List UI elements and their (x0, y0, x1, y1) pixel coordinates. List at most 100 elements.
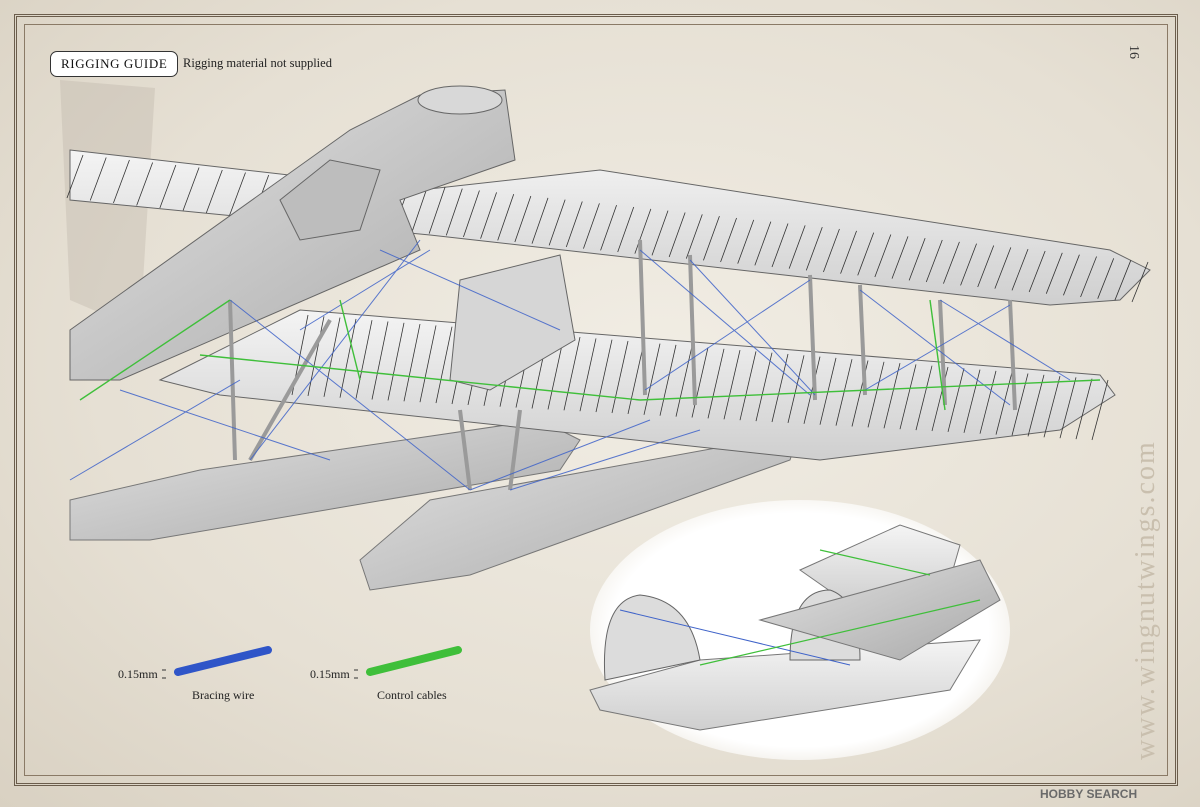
bracing-wire-size: 0.15mm (118, 667, 158, 681)
control-cable-label: Control cables (377, 688, 447, 702)
wing-rib-line (182, 167, 200, 211)
wing-rib-line (403, 324, 421, 402)
wing-rib-line (737, 219, 755, 264)
wing-rib-line (583, 203, 600, 249)
control-cable-size: 0.15mm (310, 667, 350, 681)
wing-rib-line (531, 197, 549, 244)
wing-rib-line (754, 221, 772, 266)
wing-rib-line (840, 230, 857, 274)
engine (449, 254, 576, 391)
wing-rib-line (995, 372, 1013, 435)
wing-rib-line (66, 154, 84, 199)
control-cables (79, 299, 1101, 411)
wing-rib-line (1011, 249, 1029, 291)
wing-rib-line (703, 216, 720, 261)
fuselage (69, 85, 516, 381)
page-title: RIGGING GUIDE (61, 56, 168, 71)
wing-rib-line (788, 225, 806, 269)
wing-rib-line (899, 364, 917, 430)
wing-rib-line (323, 317, 341, 397)
wing-rib-line (1075, 378, 1093, 440)
wing-rib-line (947, 368, 965, 432)
interplane-struts (228, 239, 1017, 491)
wing-rib-line (1080, 256, 1097, 298)
wing-rib-line (419, 325, 437, 403)
page-border-inner (24, 24, 1168, 776)
wing-rib-line (480, 192, 497, 239)
wing-rib-line (835, 359, 853, 426)
wing-rib-line (691, 347, 709, 418)
wing-rib-line (611, 340, 629, 414)
left-float (69, 419, 581, 541)
tail-detail-inset (589, 500, 1010, 760)
wing-rib-line (908, 238, 926, 281)
wing-rib-line (445, 188, 463, 236)
wing-rib-line (1114, 260, 1132, 301)
wing-rib-line (739, 351, 757, 421)
wing-rib-line (514, 195, 532, 243)
wing-rib-line (1091, 379, 1109, 441)
wing-rib-line (707, 348, 725, 419)
faded-logo (60, 80, 155, 330)
wing-rib-line (943, 241, 960, 284)
wing-rib-line (668, 212, 686, 258)
wing-rib-line (1097, 258, 1115, 299)
website-watermark: www.wingnutwings.com (1130, 440, 1161, 760)
wing-rib-line (685, 214, 703, 259)
wing-rib-line (579, 338, 597, 412)
wing-rib-line (675, 346, 693, 417)
wing-rib-line (563, 337, 581, 411)
wing-rib-line (229, 172, 246, 216)
wing-rib-line (994, 247, 1012, 289)
wing-rib-line (113, 159, 130, 204)
wing-rib-line (805, 227, 823, 271)
wing-rib-line (1028, 250, 1046, 293)
wing-rib-line (915, 365, 933, 431)
wing-rib-line (497, 194, 515, 241)
wing-rib-line (755, 352, 773, 422)
wing-rib-line (771, 223, 789, 268)
legend-bracing-swatch (162, 646, 272, 679)
wing-rib-line (977, 245, 995, 288)
wing-rib-line (891, 236, 909, 279)
wing-rib-line (617, 206, 635, 253)
wing-rib-line (205, 169, 223, 214)
wing-rib-line (307, 316, 325, 396)
wing-rib-line (1027, 374, 1045, 437)
wing-rib-line (136, 162, 154, 206)
wing-rib-line (548, 199, 566, 246)
wing-rib-line (720, 217, 737, 263)
wing-rib-line (634, 208, 652, 254)
wing-rib-line (600, 205, 617, 251)
wing-rib-line (867, 361, 885, 428)
wing-rib-line (428, 186, 446, 234)
wing-rib-line (595, 339, 613, 413)
wing-rib-line (857, 232, 875, 276)
wing-rib-line (1043, 375, 1061, 438)
wing-rib-line (1131, 261, 1149, 303)
wing-rib-line (925, 239, 943, 283)
wing-rib-line (979, 370, 997, 434)
wing-rib-line (960, 243, 977, 286)
wing-rib-line (371, 321, 389, 400)
wing-rib-line (355, 320, 373, 399)
page-title-box: RIGGING GUIDE (50, 51, 179, 77)
wing-rib-line (565, 201, 583, 248)
wing-rib-line (627, 342, 645, 414)
wing-rib-line (411, 184, 429, 233)
wing-rib-line (651, 210, 669, 256)
legend-control-swatch (354, 646, 462, 679)
wing-rib-line (435, 326, 453, 404)
hobby-search-brand: HOBBY SEARCH (1040, 787, 1138, 801)
wing-rib-line (1059, 377, 1077, 439)
wing-rib-line (823, 228, 840, 273)
wing-rib-line (803, 356, 821, 424)
wing-rib-line (387, 322, 405, 401)
wing-rib-line (89, 157, 107, 201)
page-number: 16 (1126, 45, 1141, 59)
wing-rib-line (463, 190, 480, 238)
wing-rib-line (659, 344, 677, 416)
page-border-outer (14, 14, 1178, 786)
